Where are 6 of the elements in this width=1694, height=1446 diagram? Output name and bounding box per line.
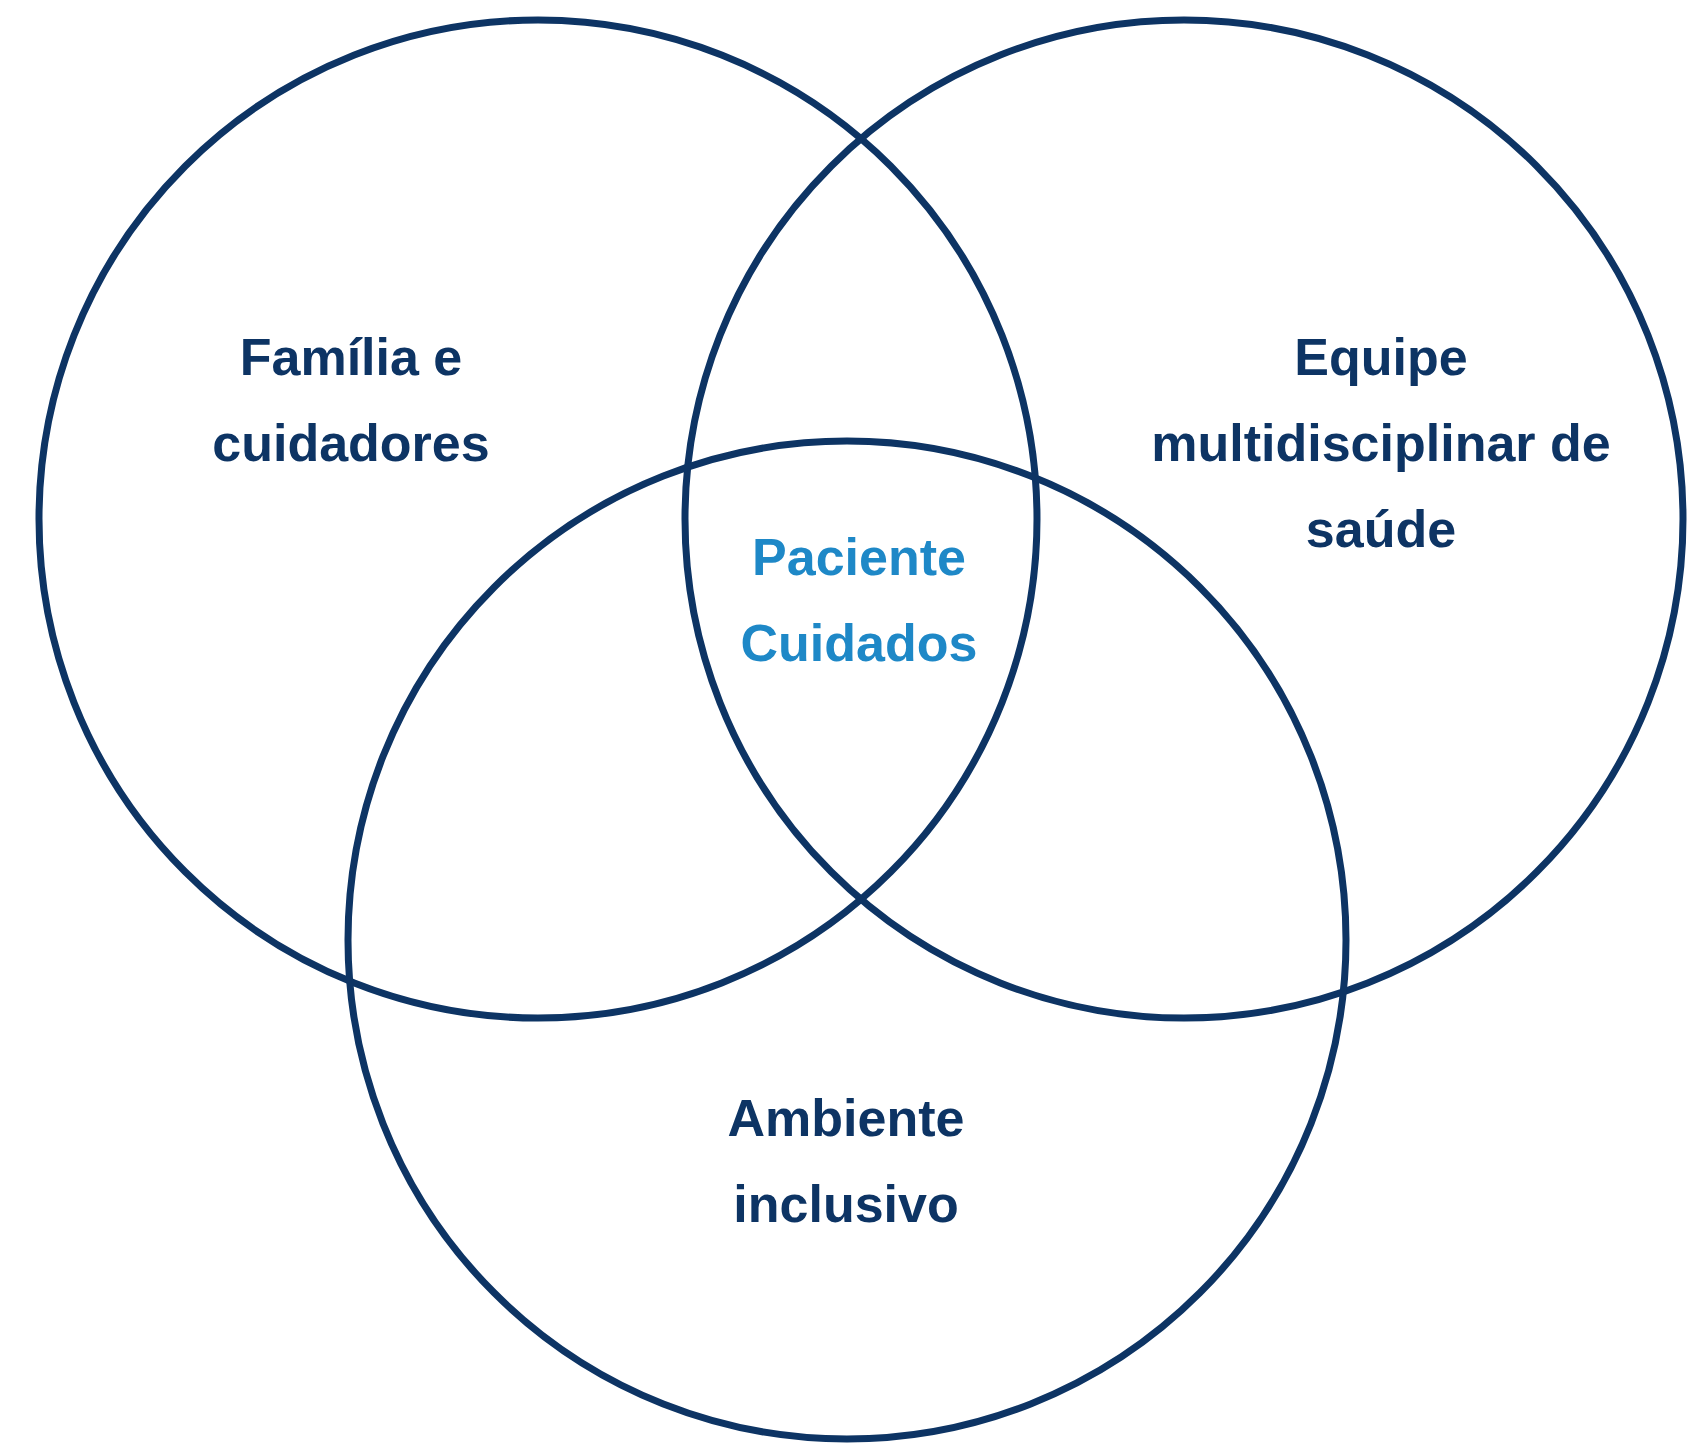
venn-circle [681, 16, 1687, 1022]
center-label: Paciente Cuidados [739, 527, 979, 674]
circle-label: Ambiente inclusivo [726, 1088, 966, 1235]
circle-label: Família e cuidadores [211, 327, 491, 474]
circle-label: Equipe multidisciplinar de saúde [1150, 327, 1612, 560]
venn-circle [35, 16, 1041, 1022]
